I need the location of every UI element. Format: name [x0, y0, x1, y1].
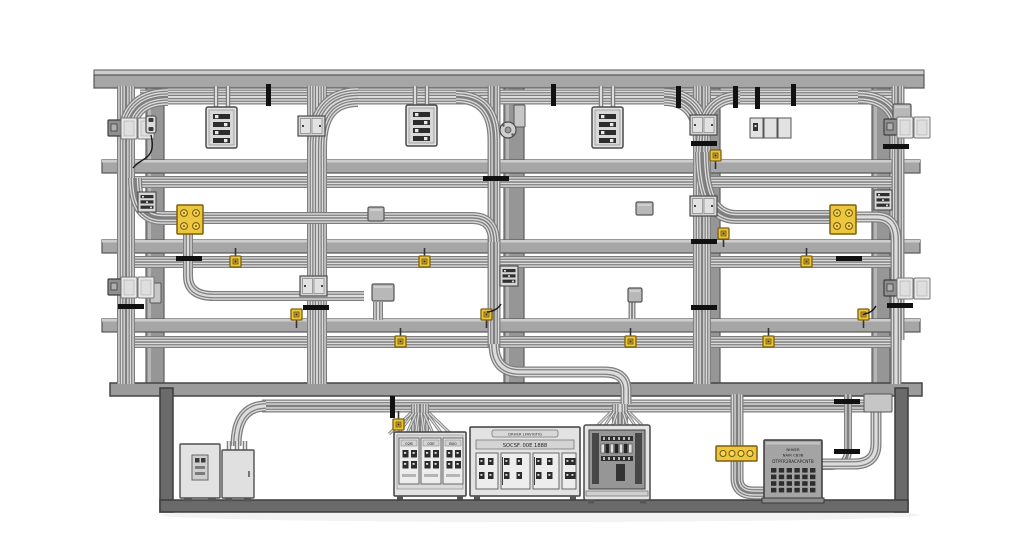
- breaker-panel: [591, 106, 624, 149]
- motor-device: [499, 121, 517, 139]
- svg-text:B00: B00: [449, 441, 457, 446]
- svg-text:NHKER: NHKER: [786, 447, 800, 452]
- switchboard-1: 02B 03E B00: [393, 431, 467, 500]
- supply-cabinet: [221, 449, 255, 502]
- junction-strip: [715, 445, 758, 462]
- pipe-clamps: [118, 84, 913, 454]
- wires: [132, 134, 877, 315]
- wall-switch-plates: [883, 277, 931, 300]
- junction-box-small: [392, 411, 405, 431]
- junction-box-small: [709, 149, 722, 169]
- junction-box-large: [829, 204, 857, 235]
- junction-box-small: [418, 248, 431, 268]
- wall-switch-plates: [107, 276, 155, 299]
- svg-text:NAIR CB3B: NAIR CB3B: [783, 453, 804, 458]
- wall-switch-plates: [883, 116, 931, 139]
- pull-box: [371, 283, 395, 302]
- contactor-device: [873, 189, 893, 211]
- triple-junction-box: [749, 117, 792, 139]
- contactor-device: [499, 265, 519, 287]
- double-junction-box: [689, 195, 718, 217]
- junction-box-small: [394, 328, 407, 348]
- conduit-stubs: [213, 86, 616, 450]
- breaker-panel: [205, 106, 238, 149]
- junction-box-small: [800, 248, 813, 268]
- pull-box: [367, 206, 385, 222]
- junction-box-large: [176, 204, 204, 235]
- junction-box-small: [857, 308, 870, 328]
- junction-box-small: [762, 328, 775, 348]
- main-switchboard: DRHER LFAVIGTIG SOCSF. 00E 1888: [469, 426, 581, 500]
- junction-box-small: [229, 248, 242, 268]
- control-cabinet: [179, 443, 221, 502]
- svg-text:02B: 02B: [405, 441, 413, 446]
- basement-structure: [159, 387, 909, 513]
- junction-box-small: [717, 227, 730, 247]
- svg-text:03E: 03E: [427, 441, 435, 446]
- double-junction-box: [689, 114, 718, 136]
- floor-slabs: [93, 69, 925, 397]
- double-junction-box: [297, 115, 326, 137]
- contactor-device: [137, 191, 157, 213]
- distribution-panel-open: [583, 424, 651, 504]
- breaker-panel: [405, 104, 438, 147]
- double-junction-box: [299, 275, 328, 297]
- phone-device: [145, 115, 157, 134]
- svg-text:DRHER LFAVIGTIG: DRHER LFAVIGTIG: [508, 431, 542, 436]
- pull-box: [627, 287, 643, 303]
- junction-box-small: [290, 308, 303, 328]
- svg-text:SOCSF. 00E 1888: SOCSF. 00E 1888: [503, 443, 547, 449]
- pull-box: [635, 201, 654, 216]
- junction-box-small: [624, 328, 637, 348]
- svg-text:DTPFR2RACAPCNTB: DTPFR2RACAPCNTB: [772, 459, 814, 464]
